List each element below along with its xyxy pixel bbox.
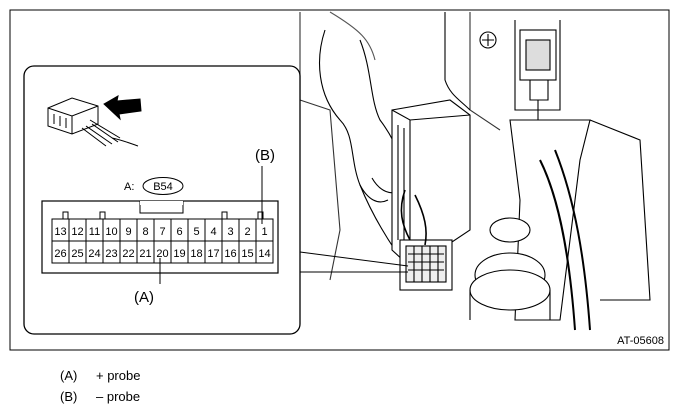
pin-number-bottom-22: 22 bbox=[122, 248, 134, 260]
connector-harness-icon bbox=[47, 97, 139, 147]
callout-b-label: (B) bbox=[255, 147, 275, 164]
pin-number-top-3: 3 bbox=[227, 226, 233, 238]
pin-number-bottom-15: 15 bbox=[241, 248, 253, 260]
pin-number-top-9: 9 bbox=[125, 226, 131, 238]
pin-number-bottom-20: 20 bbox=[156, 248, 168, 260]
legend-key-a: (A) bbox=[60, 368, 78, 383]
vehicle-illustration bbox=[299, 11, 651, 331]
pin-number-top-13: 13 bbox=[54, 226, 66, 238]
pin-number-top-2: 2 bbox=[244, 226, 250, 238]
pin-number-bottom-19: 19 bbox=[173, 248, 185, 260]
pin-number-bottom-26: 26 bbox=[54, 248, 66, 260]
pin-number-top-10: 10 bbox=[105, 226, 117, 238]
pin-number-top-4: 4 bbox=[210, 226, 216, 238]
pin-number-top-7: 7 bbox=[159, 226, 165, 238]
pin-number-bottom-17: 17 bbox=[207, 248, 219, 260]
connector-name-oval bbox=[142, 177, 184, 195]
pin-number-top-8: 8 bbox=[142, 226, 148, 238]
leader-line-top bbox=[299, 251, 409, 267]
key-mid-right bbox=[221, 211, 228, 220]
key-left bbox=[62, 211, 69, 220]
legend-text-b: – probe bbox=[96, 389, 141, 404]
key-mid-left bbox=[99, 211, 106, 220]
pin-number-top-11: 11 bbox=[89, 226, 100, 238]
pin-number-bottom-25: 25 bbox=[71, 248, 83, 260]
legend-key-b: (B) bbox=[60, 389, 78, 404]
callout-a-label: (A) bbox=[134, 289, 154, 306]
figure-code: AT-05608 bbox=[617, 335, 664, 347]
connector-prefix: A: bbox=[124, 181, 134, 193]
pin-number-bottom-24: 24 bbox=[88, 248, 100, 260]
legend-text-a: + probe bbox=[96, 368, 141, 383]
insertion-arrow-icon bbox=[103, 95, 142, 121]
legend-item-b: (B) – probe bbox=[60, 389, 140, 404]
connector-name: B54 bbox=[153, 181, 173, 193]
legend-item-a: (A) + probe bbox=[60, 368, 140, 383]
key-right bbox=[257, 211, 264, 220]
pin-number-bottom-18: 18 bbox=[190, 248, 202, 260]
pin-number-top-6: 6 bbox=[176, 226, 182, 238]
pin-number-bottom-16: 16 bbox=[224, 248, 236, 260]
pin-number-bottom-21: 21 bbox=[139, 248, 151, 260]
pin-number-bottom-14: 14 bbox=[258, 248, 270, 260]
pin-number-top-12: 12 bbox=[71, 226, 83, 238]
pin-number-bottom-23: 23 bbox=[105, 248, 117, 260]
pin-number-top-1: 1 bbox=[261, 226, 267, 238]
pin-number-top-5: 5 bbox=[193, 226, 199, 238]
